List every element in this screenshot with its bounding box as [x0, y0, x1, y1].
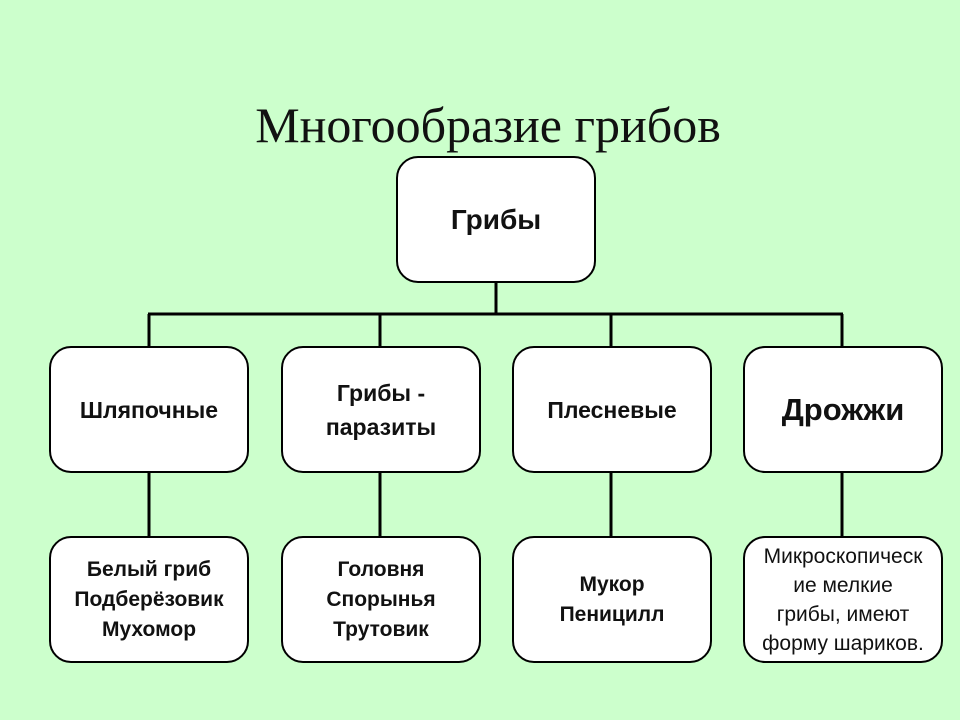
category-label: Дрожжи [781, 391, 905, 427]
category-node-mold-fungi: Плесневые [512, 346, 712, 473]
examples-label: Мукор Пеницилл [559, 572, 665, 626]
examples-node-parasitic-fungi: Головня Спорынья Трутовик [281, 536, 481, 663]
examples-label: Белый гриб Подберёзовик Мухомор [74, 557, 224, 641]
examples-node-mold-fungi: Мукор Пеницилл [512, 536, 712, 663]
root-label: Грибы [450, 203, 542, 235]
category-node-parasitic-fungi: Грибы - паразиты [281, 346, 481, 473]
examples-label: Головня Спорынья Трутовик [326, 557, 436, 641]
diagram-title: Многообразие грибов [255, 97, 721, 153]
category-node-yeasts: Дрожжи [743, 346, 943, 473]
examples-node-yeasts: Микроскопическ ие мелкие грибы, имеют фо… [743, 536, 943, 663]
root-node: Грибы [396, 156, 596, 283]
examples-label: Микроскопическ ие мелкие грибы, имеют фо… [762, 544, 924, 655]
category-label: Грибы - паразиты [325, 379, 437, 440]
category-label: Плесневые [547, 396, 677, 423]
category-node-cap-fungi: Шляпочные [49, 346, 249, 473]
examples-node-cap-fungi: Белый гриб Подберёзовик Мухомор [49, 536, 249, 663]
category-label: Шляпочные [79, 396, 219, 423]
